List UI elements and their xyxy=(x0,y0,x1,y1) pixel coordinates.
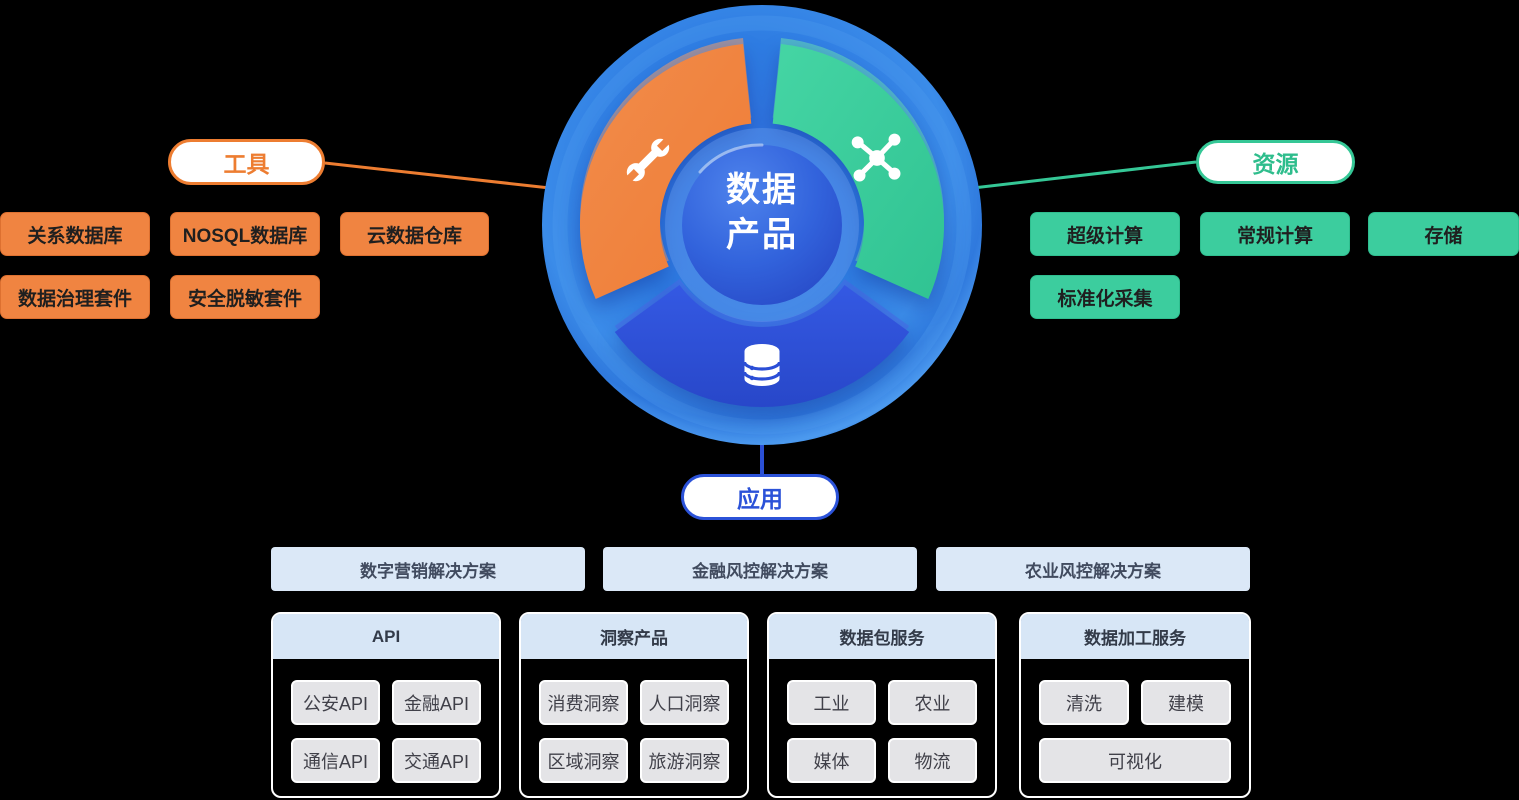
resources-label-pill: 资源 xyxy=(1196,140,1355,184)
insight-item-population: 人口洞察 xyxy=(640,680,729,725)
hub-core-circle xyxy=(682,145,842,305)
resources-chip-supercomputing: 超级计算 xyxy=(1030,212,1180,256)
card-api: API 公安API 金融API 通信API 交通API xyxy=(271,612,501,798)
processing-item-cleaning: 清洗 xyxy=(1039,680,1129,725)
insight-item-region: 区域洞察 xyxy=(539,738,628,783)
tools-chip-desensitization-suite: 安全脱敏套件 xyxy=(170,275,320,319)
card-insight-title: 洞察产品 xyxy=(521,614,747,659)
hub-title: 数据 产品 xyxy=(662,168,862,258)
api-item-transport: 交通API xyxy=(392,738,481,783)
tools-chip-nosql-db: NOSQL数据库 xyxy=(170,212,320,256)
solution-financial-risk: 金融风控解决方案 xyxy=(603,547,917,591)
processing-item-modeling: 建模 xyxy=(1141,680,1231,725)
applications-label-pill: 应用 xyxy=(681,474,839,520)
tools-label: 工具 xyxy=(223,151,270,177)
hub-core-shine xyxy=(698,143,764,174)
card-data-processing-services: 数据加工服务 清洗 建模 可视化 xyxy=(1019,612,1251,798)
hub-title-line2: 产品 xyxy=(726,216,798,254)
processing-item-visualization: 可视化 xyxy=(1039,738,1231,783)
network-icon xyxy=(851,133,901,182)
wrench-icon xyxy=(595,107,701,213)
resources-chip-standardized-collection: 标准化采集 xyxy=(1030,275,1180,319)
applications-label: 应用 xyxy=(737,486,783,512)
solution-digital-marketing: 数字营销解决方案 xyxy=(271,547,585,591)
insight-item-tourism: 旅游洞察 xyxy=(640,738,729,783)
solution-agriculture-risk: 农业风控解决方案 xyxy=(936,547,1250,591)
resources-label: 资源 xyxy=(1252,151,1299,177)
package-item-logistics: 物流 xyxy=(888,738,977,783)
package-item-agriculture: 农业 xyxy=(888,680,977,725)
api-item-public-security: 公安API xyxy=(291,680,380,725)
package-item-industry: 工业 xyxy=(787,680,876,725)
resources-chip-regular-computing: 常规计算 xyxy=(1200,212,1350,256)
card-data-package-title: 数据包服务 xyxy=(769,614,995,659)
database-icon xyxy=(742,344,782,386)
hub-rim-highlight xyxy=(552,15,972,435)
insight-item-consumption: 消费洞察 xyxy=(539,680,628,725)
card-data-processing-title: 数据加工服务 xyxy=(1021,614,1249,659)
api-item-finance: 金融API xyxy=(392,680,481,725)
api-item-telecom: 通信API xyxy=(291,738,380,783)
card-data-package-services: 数据包服务 工业 农业 媒体 物流 xyxy=(767,612,997,798)
tools-chip-governance-suite: 数据治理套件 xyxy=(0,275,150,319)
card-insight-products: 洞察产品 消费洞察 人口洞察 区域洞察 旅游洞察 xyxy=(519,612,749,798)
tools-label-pill: 工具 xyxy=(168,139,325,185)
hub-title-line1: 数据 xyxy=(726,171,798,209)
tools-chip-cloud-warehouse: 云数据仓库 xyxy=(340,212,489,256)
tools-chip-relational-db: 关系数据库 xyxy=(0,212,150,256)
package-item-media: 媒体 xyxy=(787,738,876,783)
card-api-title: API xyxy=(273,614,499,659)
resources-chip-storage: 存储 xyxy=(1368,212,1519,256)
